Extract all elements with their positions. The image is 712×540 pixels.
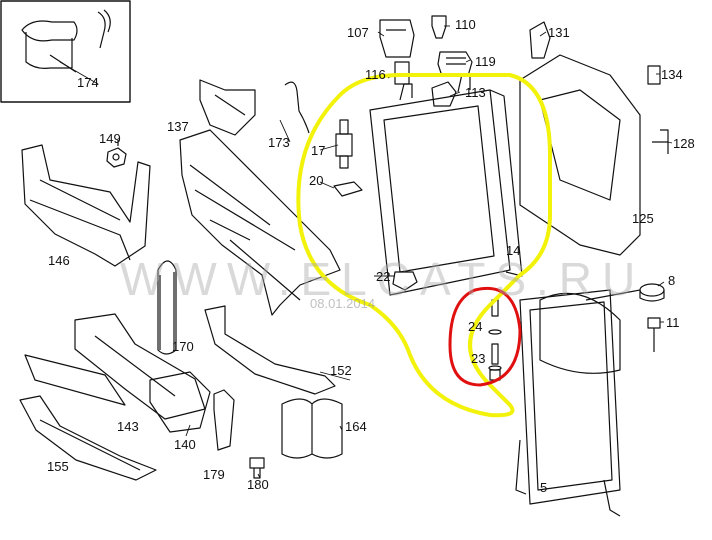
part-14 <box>369 73 523 296</box>
part-143-bracket <box>24 354 126 406</box>
label-22: 22 <box>376 269 391 284</box>
watermark-text: WWW.ELCATS.RU <box>120 253 646 305</box>
part-113 <box>431 81 457 107</box>
label-170: 170 <box>172 339 194 354</box>
label-155: 155 <box>47 459 69 474</box>
part-179 <box>213 389 235 451</box>
label-125: 125 <box>632 211 654 226</box>
label-131: 131 <box>548 25 570 40</box>
label-174: 174 <box>77 75 99 90</box>
part-173 <box>284 81 310 134</box>
part-140 <box>149 371 211 433</box>
part-152 <box>204 305 336 395</box>
part-131 <box>529 21 551 59</box>
part-128 <box>652 129 669 154</box>
part-180 <box>249 457 265 479</box>
part-23 <box>488 343 502 381</box>
label-164: 164 <box>345 419 367 434</box>
label-107: 107 <box>347 25 369 40</box>
part-173-clip <box>199 79 256 136</box>
part-143 <box>74 313 206 420</box>
label-5: 5 <box>540 480 548 495</box>
inset-box-174 <box>0 0 131 103</box>
watermark-date: 08.01.2014 <box>310 296 376 311</box>
part-137 <box>179 129 341 316</box>
part-17 <box>335 119 353 169</box>
label-137: 137 <box>167 119 189 134</box>
label-149: 149 <box>99 131 121 146</box>
label-179: 179 <box>203 467 225 482</box>
part-11 <box>647 317 661 352</box>
part-5 <box>515 289 641 517</box>
label-119: 119 <box>475 54 496 69</box>
part-149 <box>106 140 127 168</box>
part-107 <box>379 19 415 58</box>
part-170 <box>157 260 177 355</box>
label-128: 128 <box>673 136 695 151</box>
label-140: 140 <box>174 437 196 452</box>
label-17: 17 <box>311 143 326 158</box>
leader-lines <box>59 25 673 479</box>
label-24: 24 <box>468 319 483 334</box>
part-146 <box>21 144 151 267</box>
label-143: 143 <box>117 419 139 434</box>
part-119 <box>437 51 473 77</box>
highlight-red <box>448 286 522 387</box>
label-152: 152 <box>330 363 352 378</box>
label-146: 146 <box>48 253 70 268</box>
label-23: 23 <box>471 351 486 366</box>
part-125 <box>519 54 641 256</box>
label-20: 20 <box>309 173 324 188</box>
part-110 <box>431 15 447 39</box>
label-113: 113 <box>465 85 486 100</box>
label-11: 11 <box>666 315 680 330</box>
label-180: 180 <box>247 477 269 492</box>
label-14: 14 <box>506 243 521 258</box>
part-134 <box>647 65 661 85</box>
label-134: 134 <box>661 67 683 82</box>
highlight-yellow <box>296 73 552 418</box>
label-173: 173 <box>268 135 290 150</box>
part-22 <box>392 271 418 291</box>
label-8: 8 <box>668 273 676 288</box>
part-164 <box>281 398 343 459</box>
label-116: 116 <box>365 67 386 82</box>
part-20 <box>333 181 363 197</box>
part-155 <box>19 395 157 481</box>
label-110: 110 <box>455 17 476 32</box>
